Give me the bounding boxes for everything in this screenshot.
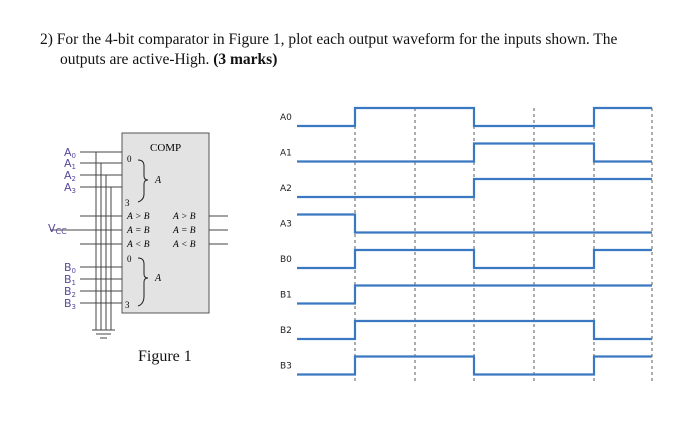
waveform-a3 bbox=[297, 213, 652, 234]
signal-label-a1: A1 bbox=[280, 149, 292, 159]
waveform-b3 bbox=[297, 355, 652, 376]
input-label-b2: B2 bbox=[64, 285, 76, 299]
block-title: COMP bbox=[150, 142, 181, 154]
signal-label-b1: B1 bbox=[280, 291, 292, 301]
input-label-b0: B0 bbox=[64, 261, 76, 275]
group-a-label: A bbox=[154, 175, 162, 186]
out-left-eq: A = B bbox=[126, 226, 150, 236]
input-label-a2: A2 bbox=[64, 169, 76, 183]
input-label-b1: B1 bbox=[64, 273, 76, 287]
signal-label-b3: B3 bbox=[280, 362, 292, 372]
pin-b-bottom: 3 bbox=[125, 300, 130, 310]
out-left-lt: A < B bbox=[126, 240, 150, 250]
pin-a-bottom: 3 bbox=[125, 198, 130, 208]
question-line-2-text: outputs are active-High. bbox=[60, 51, 214, 68]
waveform-a1 bbox=[297, 142, 652, 163]
pin-b-top: 0 bbox=[127, 254, 132, 264]
waveform-a0 bbox=[297, 106, 652, 128]
out-right-eq: A = B bbox=[172, 226, 196, 236]
out-right-gt: A > B bbox=[172, 212, 196, 222]
comparator-block bbox=[121, 132, 210, 314]
question-marks: (3 marks) bbox=[213, 51, 278, 68]
waveform-b1 bbox=[297, 284, 652, 305]
out-right-lt: A < B bbox=[172, 240, 196, 250]
signal-label-a0: A0 bbox=[280, 113, 292, 123]
waveform-a2 bbox=[297, 177, 652, 199]
input-label-b3: B3 bbox=[64, 297, 76, 311]
group-b-label: A bbox=[154, 273, 162, 284]
signal-label-b2: B2 bbox=[280, 326, 292, 336]
question-text: 2) For the 4-bit comparator in Figure 1,… bbox=[40, 30, 680, 70]
brace-a bbox=[137, 159, 149, 203]
input-label-a1: A1 bbox=[64, 157, 76, 171]
vcc-label: VCC bbox=[48, 222, 67, 236]
question-line-1: 2) For the 4-bit comparator in Figure 1,… bbox=[40, 31, 618, 48]
signal-label-a3: A3 bbox=[280, 220, 292, 230]
signal-label-b0: B0 bbox=[280, 255, 292, 265]
pin-a-top: 0 bbox=[127, 154, 132, 164]
question-line-2: outputs are active-High. (3 marks) bbox=[40, 50, 680, 70]
out-left-gt: A > B bbox=[126, 212, 150, 222]
input-label-a3: A3 bbox=[64, 181, 76, 195]
input-label-a0: A0 bbox=[64, 146, 76, 160]
signal-label-a2: A2 bbox=[280, 184, 292, 194]
waveform-b2 bbox=[297, 319, 652, 341]
figure-caption: Figure 1 bbox=[138, 348, 192, 365]
waveform-b0 bbox=[297, 248, 652, 270]
brace-b bbox=[137, 257, 149, 307]
comparator-diagram: COMP 0 3 A A > B A = B A < B A > B A = B… bbox=[48, 132, 228, 339]
